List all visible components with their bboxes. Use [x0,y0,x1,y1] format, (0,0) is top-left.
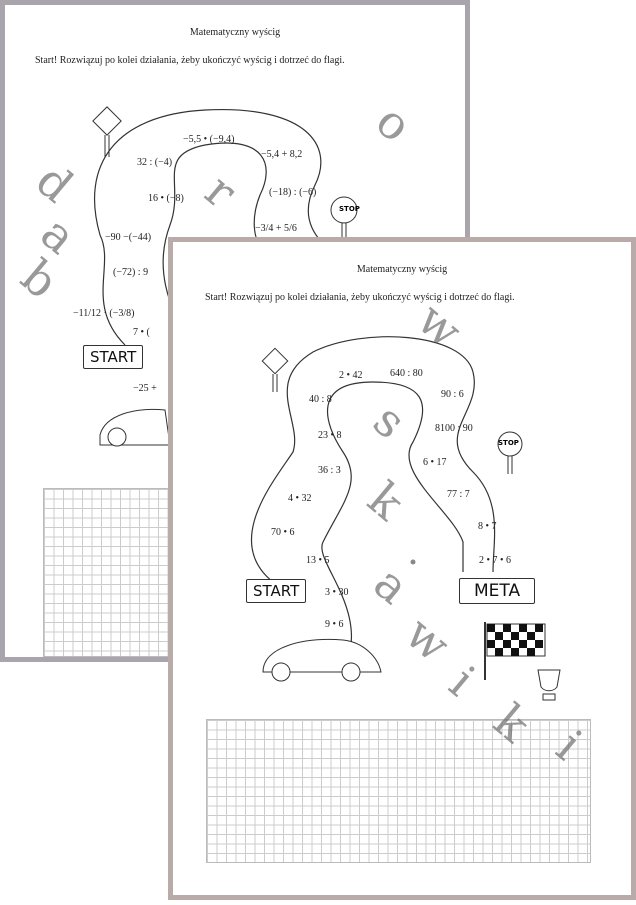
expression: 13 • 5 [306,555,330,566]
page-title: Matematyczny wyścig [189,27,281,38]
answer-grid [43,488,175,657]
expression: −90 −(−44) [105,232,152,243]
car-icon [99,408,171,447]
expression: −11/12 · (−3/8) [73,308,135,319]
expression: 70 • 6 [271,527,295,538]
expression: 7 • ( [133,327,150,338]
expression: 8100 : 90 [435,423,473,434]
expression: 2 • 42 [339,370,363,381]
expression: 9 • 6 [325,619,344,630]
expression: 36 : 3 [318,465,341,476]
stop-sign-icon [330,196,358,243]
expression: 6 • 17 [423,457,447,468]
expression: 8 • 7 [478,521,497,532]
trophy-icon [537,669,561,701]
stop-label: STOP [339,205,360,213]
turn-sign-icon [92,106,122,157]
expression: −5,5 • (−9,4) [183,134,235,145]
checkered-flag-icon [484,622,546,680]
expression: 3 • 30 [325,587,349,598]
expression: 2 • 7 • 6 [479,555,512,566]
expression: 90 : 6 [441,389,464,400]
expression: −25 + [133,383,157,394]
expression: 32 : (−4) [137,157,173,168]
expression: 4 • 32 [288,493,312,504]
expression: −3/4 + 5/6 [255,223,297,234]
expression: 16 • (−8) [148,193,184,204]
race-track [251,336,561,701]
expression: 40 : 8 [309,394,332,405]
car-icon [262,639,382,682]
stop-sign-icon [497,431,523,474]
answer-grid [206,719,591,863]
race-track [92,106,358,447]
start-sign: START [83,345,144,369]
expression: −5,4 + 8,2 [261,149,303,160]
finish-sign: META [459,578,536,604]
worksheet-page-front: Matematyczny wyścig Start! Rozwiązuj po … [168,237,636,900]
page-title: Matematyczny wyścig [356,264,448,275]
instruction: Start! Rozwiązuj po kolei działania, żeb… [35,55,345,66]
expression: 77 : 7 [447,489,470,500]
expression: 23 • 8 [318,430,342,441]
stop-label: STOP [498,439,519,447]
expression: 640 : 80 [390,368,423,379]
turn-sign-icon [261,347,289,392]
expression: (−18) : (−6) [269,187,317,198]
expression: (−72) : 9 [113,267,149,278]
start-sign: START [246,579,307,603]
instruction: Start! Rozwiązuj po kolei działania, żeb… [205,292,515,303]
